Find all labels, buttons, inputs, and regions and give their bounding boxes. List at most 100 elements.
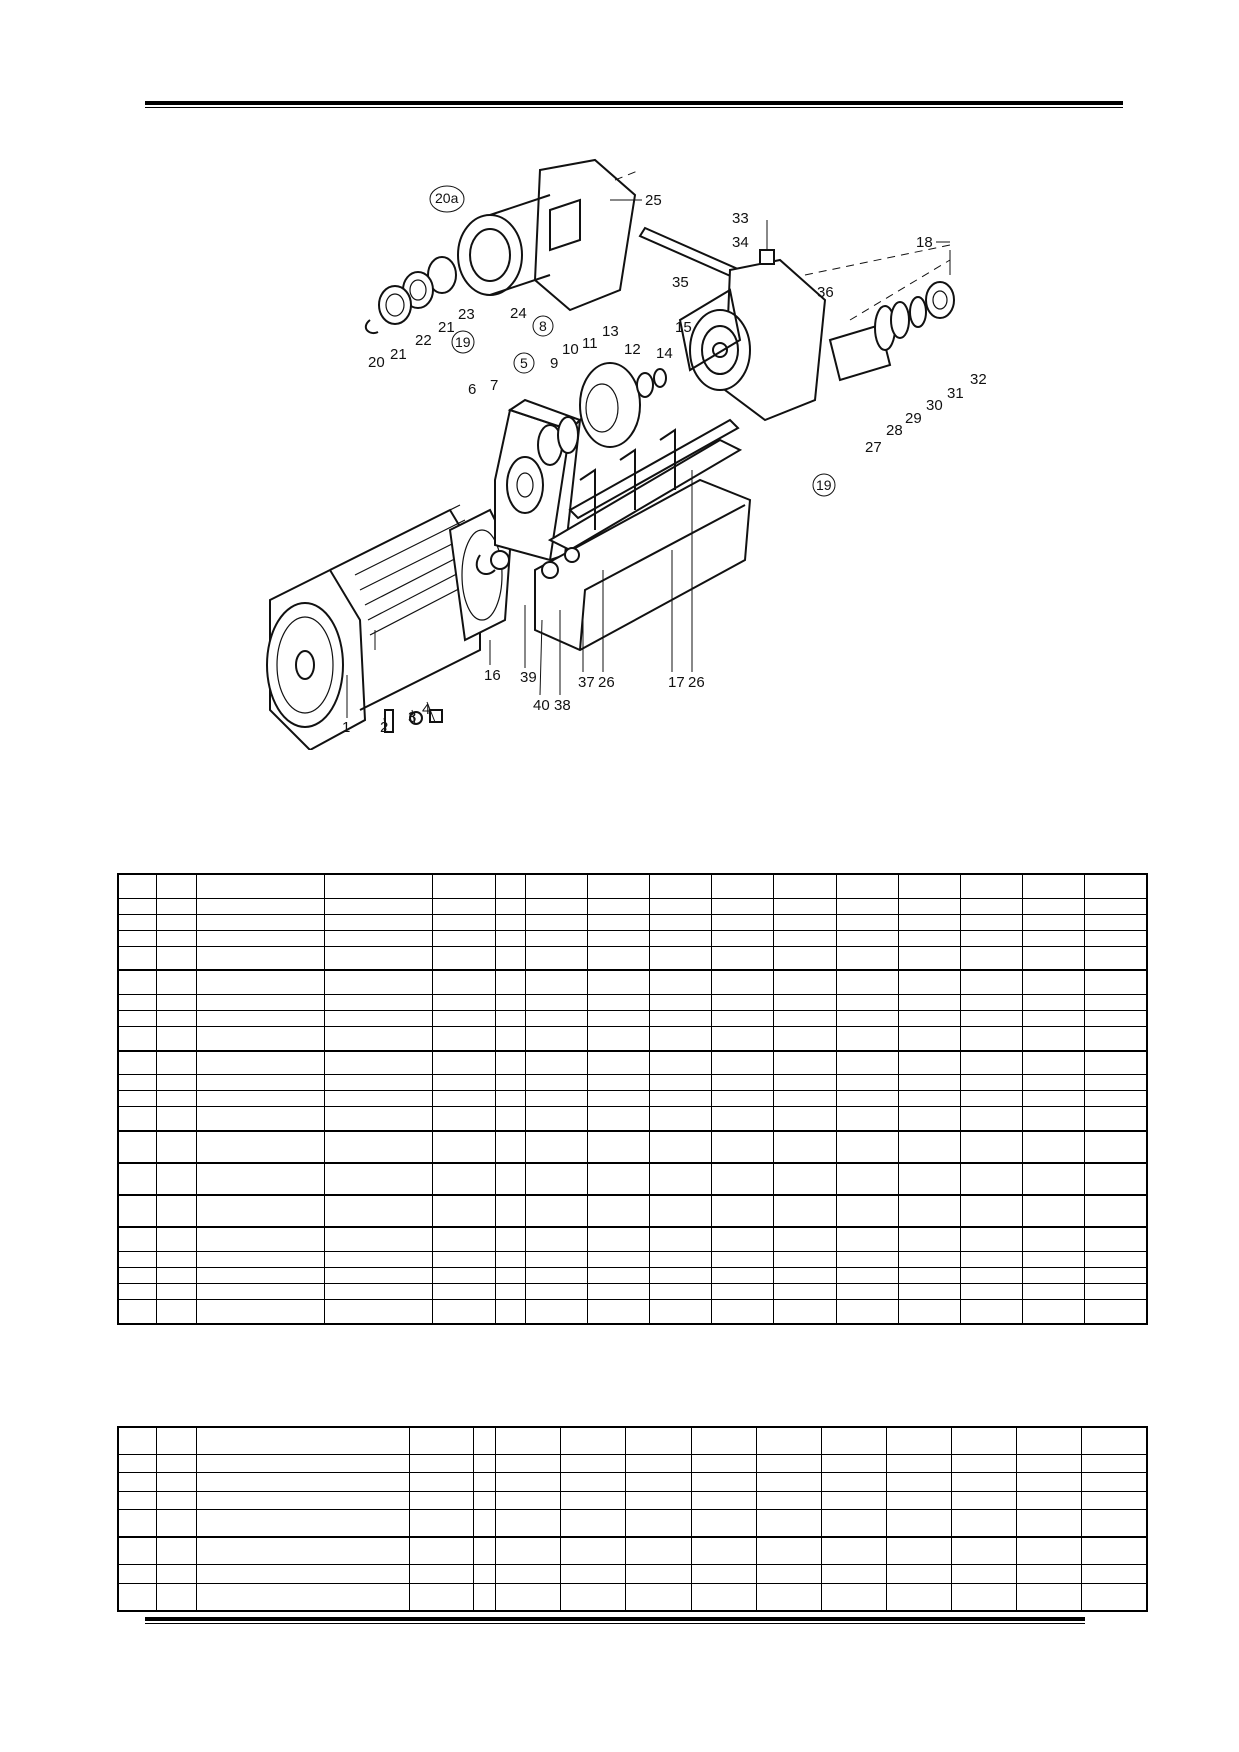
table-cell: [494, 1226, 526, 1253]
motor-drawing: [266, 504, 512, 750]
table-cell: [195, 1129, 326, 1164]
table-cell: [155, 1251, 197, 1269]
table-cell: [524, 929, 588, 947]
label-37: 37: [578, 674, 595, 691]
table-cell: [711, 1251, 775, 1269]
table-cell: [1081, 1426, 1148, 1456]
table-cell: [324, 929, 434, 947]
table-cell: [897, 1090, 961, 1108]
table-cell: [1016, 1454, 1083, 1474]
table-cell: [835, 945, 899, 971]
table-cell: [897, 1106, 961, 1132]
table-row: [117, 1426, 1148, 1456]
table-cell: [586, 1010, 650, 1028]
table-cell: [432, 873, 496, 899]
label-7: 7: [490, 377, 498, 394]
table-cell: [524, 1049, 588, 1076]
table-cell: [1084, 913, 1148, 931]
table-cell: [155, 1026, 197, 1052]
table-row: [117, 1564, 1148, 1584]
label-38: 38: [554, 697, 571, 714]
table-row: [117, 1106, 1148, 1132]
table-cell: [524, 897, 588, 915]
table-cell: [897, 993, 961, 1012]
label-16: 16: [484, 667, 501, 684]
table-cell: [155, 1049, 197, 1076]
table-cell: [586, 929, 650, 947]
table-cell: [959, 1129, 1024, 1164]
table-cell: [524, 1283, 588, 1301]
table-cell: [586, 993, 650, 1012]
table-cell: [835, 1283, 899, 1301]
table-cell: [432, 1226, 496, 1253]
table-cell: [560, 1426, 627, 1456]
table-cell: [117, 1106, 157, 1132]
table-cell: [711, 1026, 775, 1052]
label-20: 20: [368, 354, 385, 371]
table-cell: [755, 1564, 822, 1584]
table-cell: [690, 1509, 757, 1538]
table-cell: [586, 1129, 650, 1164]
table-cell: [1022, 1129, 1086, 1164]
table-row: [117, 945, 1148, 971]
table-cell: [648, 993, 713, 1012]
table-cell: [1084, 1090, 1148, 1108]
table-cell: [117, 897, 157, 915]
table-cell: [432, 1299, 496, 1325]
table-cell: [690, 1536, 757, 1566]
table-cell: [773, 1049, 837, 1076]
table-cell: [155, 1090, 197, 1108]
table-cell: [473, 1426, 497, 1456]
table-cell: [711, 913, 775, 931]
table-cell: [586, 1106, 650, 1132]
table-cell: [409, 1426, 475, 1456]
table-cell: [1022, 1010, 1086, 1028]
table-cell: [835, 1129, 899, 1164]
table-cell: [885, 1426, 953, 1456]
table-cell: [494, 1106, 526, 1132]
table-cell: [117, 1582, 157, 1612]
label-17: 17: [668, 674, 685, 691]
table-cell: [495, 1426, 562, 1456]
table-cell: [586, 1226, 650, 1253]
table-cell: [586, 873, 650, 899]
table-cell: [195, 1267, 326, 1285]
table-cell: [324, 1049, 434, 1076]
table-cell: [711, 1267, 775, 1285]
table-cell: [1022, 1106, 1086, 1132]
table-cell: [885, 1564, 953, 1584]
left-trolley-drawing: [364, 158, 641, 334]
table-cell: [117, 913, 157, 931]
table-cell: [897, 1194, 961, 1228]
label-26b: 26: [688, 674, 705, 691]
table-cell: [324, 873, 434, 899]
table-row: [117, 1251, 1148, 1269]
table-cell: [117, 1194, 157, 1228]
label-23: 23: [458, 306, 475, 323]
table-cell: [117, 1454, 157, 1474]
table-row: [117, 1299, 1148, 1325]
table-cell: [1022, 1251, 1086, 1269]
table-cell: [1084, 1283, 1148, 1301]
table-cell: [524, 1194, 588, 1228]
table-cell: [773, 1251, 837, 1269]
table-cell: [324, 1090, 434, 1108]
table-cell: [773, 1090, 837, 1108]
table-cell: [495, 1454, 562, 1474]
table-cell: [324, 1283, 434, 1301]
table-cell: [690, 1426, 757, 1456]
table-cell: [1016, 1472, 1083, 1492]
table-cell: [155, 1299, 197, 1325]
table-cell: [711, 873, 775, 899]
table-row: [117, 993, 1148, 1012]
table-cell: [494, 945, 526, 971]
table-cell: [586, 1162, 650, 1196]
table-cell: [951, 1536, 1018, 1566]
table-cell: [586, 1251, 650, 1269]
table-cell: [195, 1162, 326, 1196]
table-row: [117, 929, 1148, 947]
table-cell: [897, 1026, 961, 1052]
table-cell: [195, 1564, 411, 1584]
table-cell: [711, 1194, 775, 1228]
label-36: 36: [817, 284, 834, 301]
